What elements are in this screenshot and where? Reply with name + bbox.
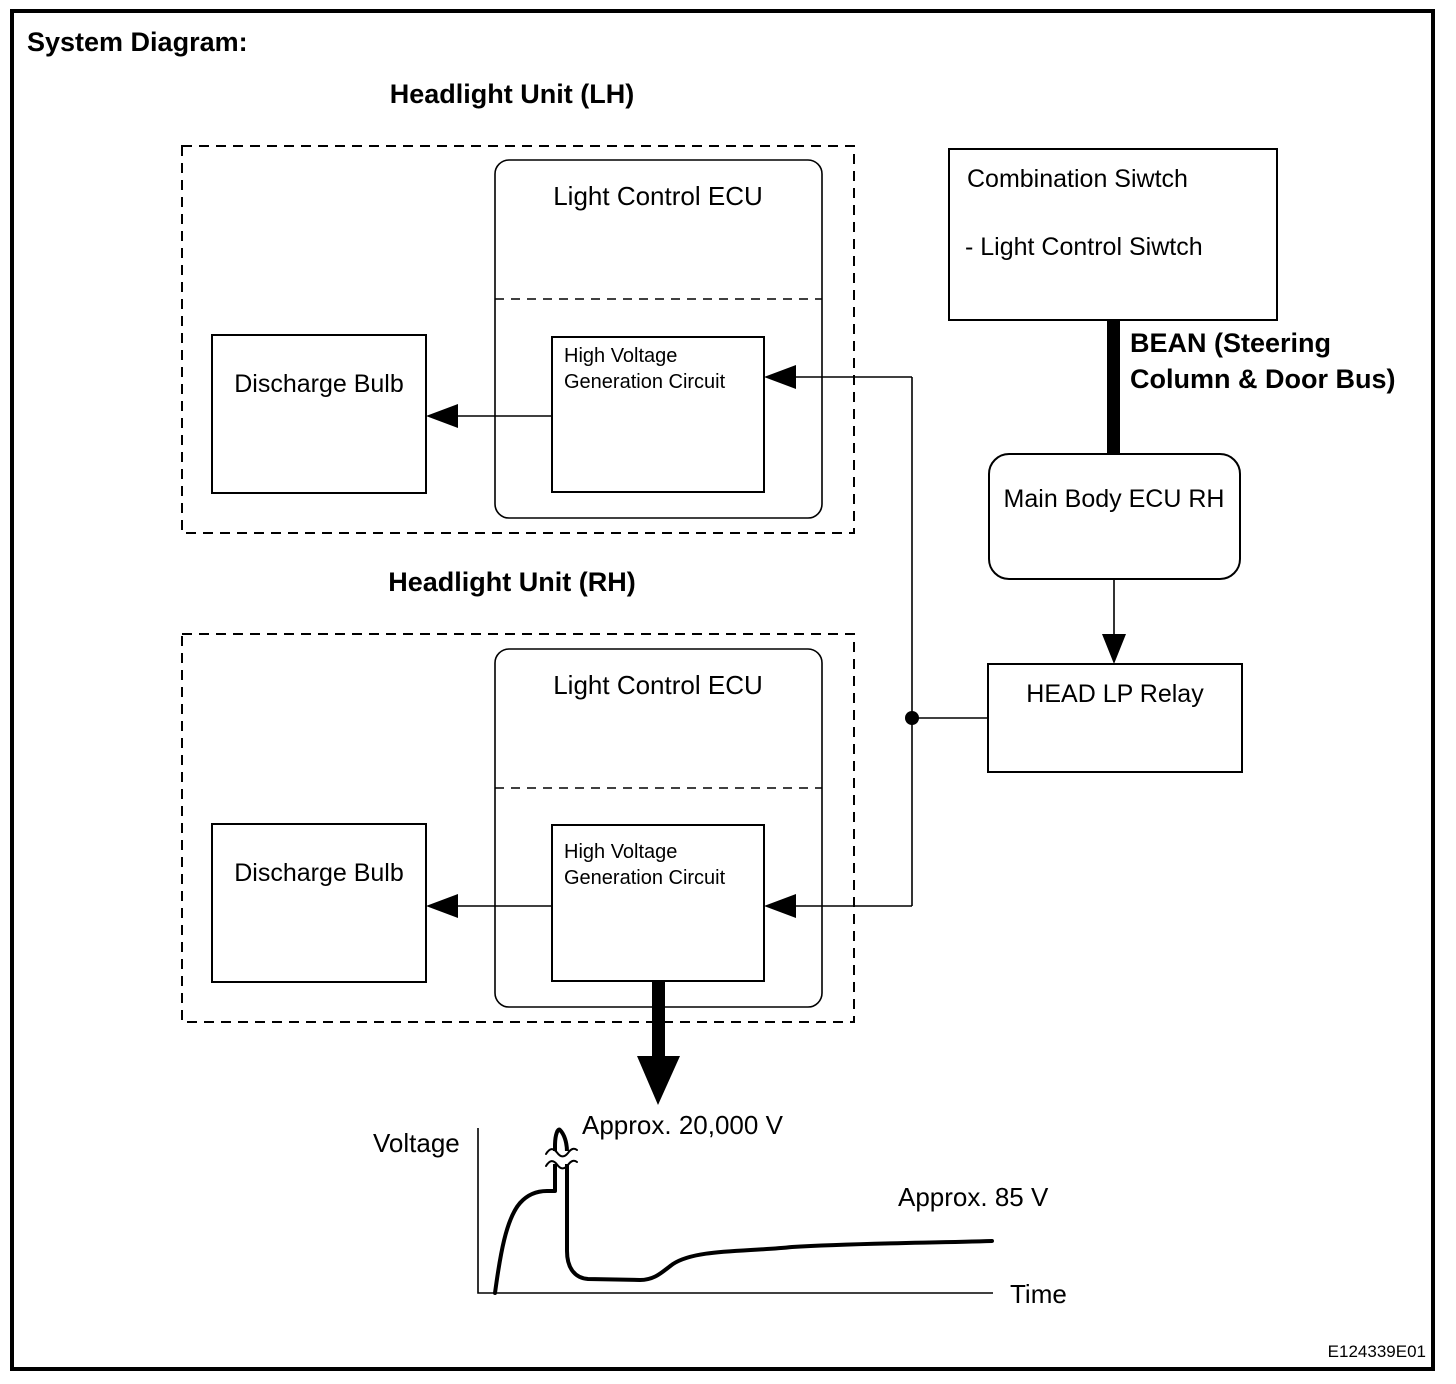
bean-bus-label-2: Column & Door Bus) <box>1130 364 1395 394</box>
outer-border <box>10 9 1435 1371</box>
page-title: System Diagram: <box>27 27 248 57</box>
lh-high-voltage-circuit-box <box>551 336 765 493</box>
steady-voltage-annotation: Approx. 85 V <box>898 1182 1049 1212</box>
spike-break-squiggle-lower <box>545 1159 578 1170</box>
lh-discharge-bulb-label: Discharge Bulb <box>234 370 404 398</box>
rh-discharge-bulb-box <box>211 823 427 983</box>
rh-high-voltage-circuit-label-2: Generation Circuit <box>564 867 726 889</box>
rh-light-control-ecu-label: Light Control ECU <box>553 670 763 700</box>
lh-light-control-ecu-box <box>494 159 823 519</box>
headlight-unit-rh: Headlight Unit (RH) Light Control ECU Hi… <box>181 567 912 1023</box>
head-lp-relay-label: HEAD LP Relay <box>1026 680 1204 708</box>
high-voltage-output-arrowhead-icon <box>637 1056 680 1105</box>
ecu-to-relay-arrowhead-icon <box>1102 634 1126 664</box>
rh-heading: Headlight Unit (RH) <box>388 567 635 597</box>
headlight-unit-lh: Headlight Unit (LH) Light Control ECU Hi… <box>181 79 912 534</box>
lh-discharge-bulb-box <box>211 334 427 494</box>
spike-break-squiggle-upper <box>545 1147 578 1158</box>
rh-feed-arrowhead-icon <box>764 894 796 918</box>
main-body-ecu-box <box>988 453 1241 580</box>
main-body-ecu-label: Main Body ECU RH <box>1004 485 1225 513</box>
combination-switch-item: - Light Control Siwtch <box>965 233 1203 261</box>
combination-switch: Combination Siwtch - Light Control Siwtc… <box>948 148 1278 321</box>
y-axis-label: Voltage <box>373 1128 460 1158</box>
x-axis-label: Time <box>1010 1279 1067 1309</box>
voltage-curve <box>493 1127 994 1295</box>
lh-high-voltage-circuit-label-2: Generation Circuit <box>564 371 726 393</box>
lh-bulb-arrowhead-icon <box>426 404 458 428</box>
lh-high-voltage-circuit-label-1: High Voltage <box>564 345 677 367</box>
lh-light-control-ecu-label: Light Control ECU <box>553 181 763 211</box>
bean-bus-label-1: BEAN (Steering <box>1130 328 1331 358</box>
rh-bulb-arrowhead-icon <box>426 894 458 918</box>
voltage-time-graph: Approx. 20,000 V Voltage Approx. 85 V Ti… <box>373 1110 1067 1309</box>
combination-switch-title: Combination Siwtch <box>967 165 1188 193</box>
figure-code: E124339E01 <box>1328 1342 1426 1361</box>
lh-unit-dashed-box <box>181 145 855 534</box>
high-voltage-output-arrow-shaft <box>652 981 665 1058</box>
lh-heading: Headlight Unit (LH) <box>390 79 634 109</box>
junction-dot <box>905 711 919 725</box>
lh-feed-arrowhead-icon <box>764 365 796 389</box>
rh-discharge-bulb-label: Discharge Bulb <box>234 859 404 887</box>
rh-high-voltage-circuit-label-1: High Voltage <box>564 841 677 863</box>
bean-bus-line <box>1107 320 1120 454</box>
head-lp-relay-box <box>987 663 1243 773</box>
graph-axes <box>477 1128 993 1294</box>
peak-voltage-annotation: Approx. 20,000 V <box>582 1110 784 1140</box>
rh-unit-dashed-box <box>181 633 855 1023</box>
rh-high-voltage-circuit-box <box>551 824 765 982</box>
